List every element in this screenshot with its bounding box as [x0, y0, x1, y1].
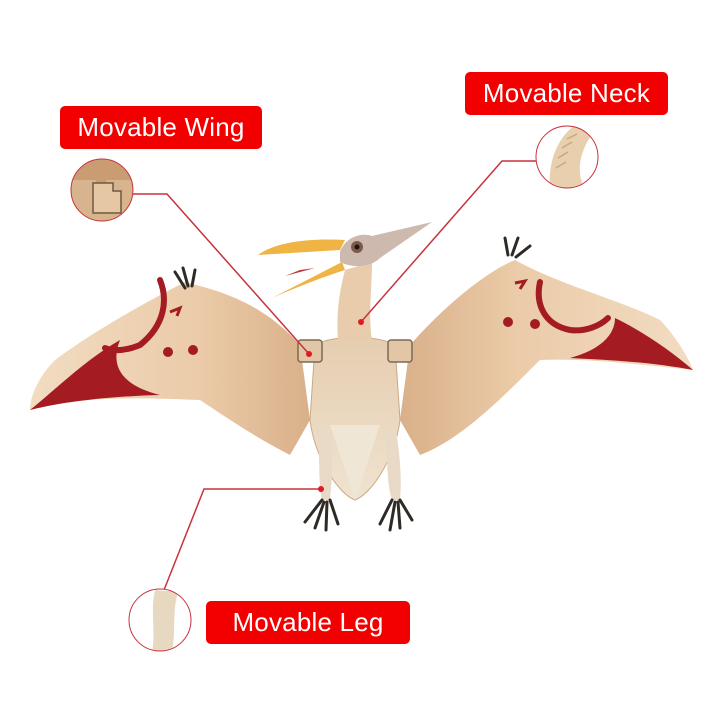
- leg-joint-dot: [318, 486, 324, 492]
- movable-wing-label: Movable Wing: [60, 106, 262, 149]
- leader-lines: [133, 160, 536, 591]
- left-wing: [30, 266, 310, 455]
- right-foot-claws: [378, 498, 414, 532]
- left-hand-claws: [173, 266, 197, 290]
- leg-detail-circle: [128, 588, 192, 652]
- neck-joint-dot: [358, 319, 364, 325]
- leader-dots: [306, 319, 364, 492]
- wing-detail-circle: [70, 158, 134, 222]
- left-foot-claws: [303, 498, 340, 532]
- neck-detail-circle: [535, 125, 599, 189]
- leg-leader-line: [163, 488, 321, 591]
- movable-neck-label: Movable Neck: [465, 72, 668, 115]
- right-hand-claws: [503, 236, 532, 259]
- legs: [303, 430, 414, 532]
- neck-leader-line: [360, 160, 536, 323]
- left-shoulder-joint: [297, 339, 323, 363]
- wing-leader-line: [133, 193, 310, 355]
- right-shoulder-joint: [387, 339, 413, 363]
- wing-joint-dot: [306, 351, 312, 357]
- neck-and-head: [258, 222, 432, 340]
- movable-leg-label: Movable Leg: [206, 601, 410, 644]
- right-wing: [400, 236, 693, 455]
